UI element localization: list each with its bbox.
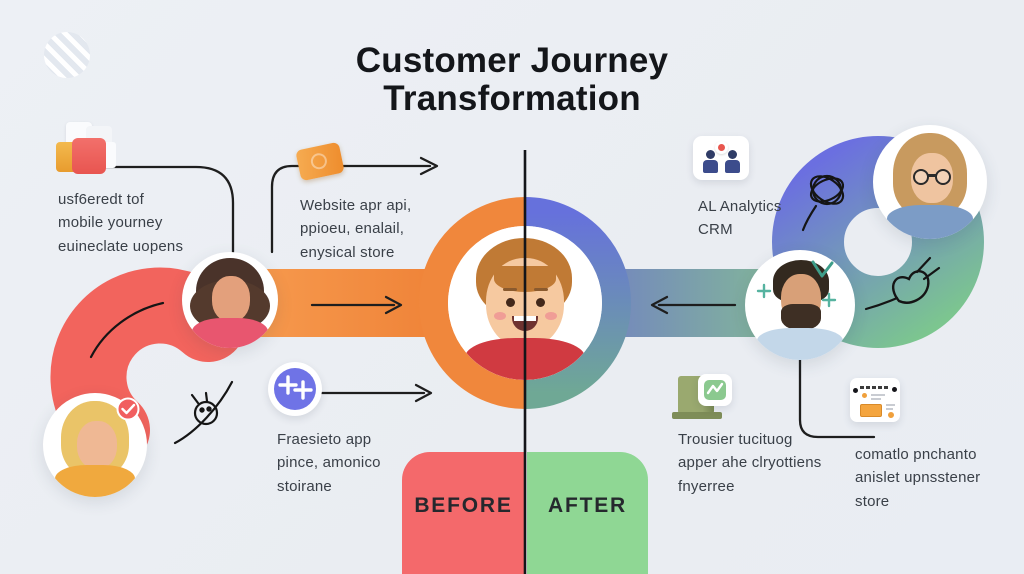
- plus-glyphs: [278, 375, 313, 400]
- scribble-ball-doodle: [811, 174, 843, 206]
- purple-plus-badge-icon: [268, 362, 322, 416]
- page-title-line1: Customer Journey: [355, 41, 669, 80]
- arrow-low-left-head: [414, 383, 433, 403]
- note-touchpoints-left: usf6eredt tof mobile yourney euineclate …: [58, 191, 184, 255]
- note-channels-top: Website apr api, ppioeu, enalail, enysic…: [300, 197, 412, 261]
- chart-line-glyph: [706, 382, 724, 395]
- heart-arrow-feather: [915, 256, 932, 274]
- people-analytics-card-icon: [693, 136, 749, 180]
- ladybug-doodle: [193, 400, 219, 426]
- ladybug-eye: [199, 407, 205, 413]
- note-app-left: Fraesieto app pince, amonico stoirane: [277, 431, 381, 495]
- note-store-right: comatlo pnchanto anislet upnsstener stor…: [855, 446, 981, 510]
- receipt-card-icon: [850, 378, 900, 422]
- scribble-ball-doodle: [809, 177, 845, 203]
- ladybug-antenna-right: [204, 391, 209, 403]
- before-box: BEFORE: [402, 452, 525, 574]
- photo-woman-curly: [182, 252, 278, 348]
- connector-man-to-receipt: [798, 358, 876, 439]
- ladybug-antenna-left: [190, 393, 200, 405]
- scribble-tail: [801, 204, 818, 232]
- curve-sketch-upper: [89, 301, 165, 359]
- page-title: Customer Journey Transformation: [0, 42, 1024, 118]
- arrow-mid-left-head: [384, 295, 403, 315]
- after-label: AFTER: [548, 494, 627, 517]
- after-box: AFTER: [527, 452, 648, 574]
- heart-arrow-feather: [922, 266, 941, 281]
- striped-circle-logo: [44, 32, 90, 78]
- ladybug-eye: [206, 406, 212, 412]
- note-customer-insights: Trousier tucituog apper ahe clryottiens …: [678, 431, 822, 495]
- connector-photo-to-arrow: [270, 164, 432, 254]
- scribble-ball-doodle: [809, 175, 845, 205]
- product-boxes-icon: [52, 120, 118, 176]
- arrow-mid-right-head: [650, 295, 669, 315]
- photo-man-beard: [745, 250, 855, 360]
- arrow-top-head: [419, 156, 439, 176]
- photo-woman-glasses: [873, 125, 987, 239]
- center-ring-right: [524, 197, 631, 409]
- page-title-line2: Transformation: [383, 78, 641, 118]
- photo-woman-blonde: [43, 393, 147, 497]
- connector-boxes-to-photo: [102, 165, 235, 256]
- heart-arrow-doodle: [892, 270, 930, 304]
- heart-arrow-line: [864, 296, 899, 311]
- photo-center-customer: [448, 226, 602, 380]
- ledger-chart-icon: [672, 372, 734, 422]
- center-ring-left: [419, 197, 526, 409]
- curve-sketch-lower: [173, 380, 234, 445]
- note-ai-analytics: AL Analytics CRM: [698, 198, 782, 239]
- before-label: BEFORE: [414, 494, 513, 517]
